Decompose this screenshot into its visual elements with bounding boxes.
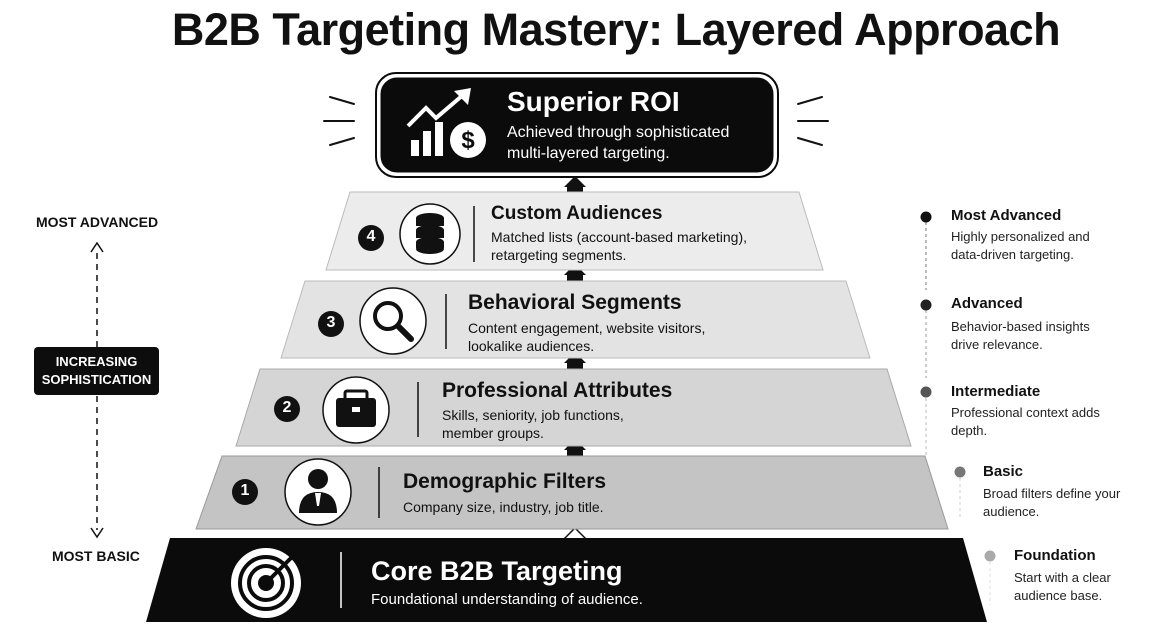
axis-arrow-down-icon — [90, 527, 104, 539]
layer-4-description: Matched lists (account-based marketing),… — [491, 229, 747, 264]
level-dot-advanced — [920, 299, 932, 311]
roi-burst-lines — [323, 96, 829, 146]
layer-2-number-badge — [274, 396, 300, 422]
level-title-most-advanced: Most Advanced — [951, 207, 1062, 224]
level-title-foundation: Foundation — [1014, 547, 1096, 564]
roi-title: Superior ROI — [507, 86, 680, 117]
layer-2-description: Skills, seniority, job functions, member… — [442, 407, 624, 442]
layer-3-description: Content engagement, website visitors, lo… — [468, 320, 706, 355]
layer-1-description: Company size, industry, job title. — [403, 499, 604, 515]
layer-3-number: 3 — [326, 314, 336, 331]
layer-2-band — [235, 368, 912, 447]
page-title: B2B Targeting Mastery: Layered Approach — [171, 4, 1061, 55]
axis-arrow-up-icon — [90, 241, 104, 253]
axis-top-label: MOST ADVANCED — [36, 214, 159, 230]
base-description: Foundational understanding of audience. — [371, 591, 643, 608]
layer-1-band — [195, 455, 949, 530]
layer-2-number: 2 — [282, 399, 292, 416]
level-dot-intermediate — [920, 386, 932, 398]
base-band — [146, 538, 987, 622]
axis-bottom-label: MOST BASIC — [52, 548, 140, 564]
arrow-up-icon — [564, 352, 586, 369]
arrow-up-icon — [564, 264, 586, 281]
level-title-intermediate: Intermediate — [951, 383, 1041, 400]
base-title: Core B2B Targeting — [371, 556, 623, 586]
level-desc-intermediate: Professional context adds depth. — [951, 405, 1100, 438]
arrow-up-icon — [564, 439, 586, 456]
arrow-up-icon — [564, 176, 586, 193]
increasing-sophistication-box: INCREASING SOPHISTICATION — [34, 347, 159, 395]
level-title-advanced: Advanced — [951, 295, 1023, 312]
right-timeline — [920, 211, 996, 605]
level-dot-basic — [954, 466, 966, 478]
roi-growth-icon: $ — [406, 88, 486, 158]
layer-1-number: 1 — [240, 482, 250, 499]
layer-3-title: Behavioral Segments — [468, 291, 682, 314]
layer-2-title: Professional Attributes — [442, 379, 673, 402]
level-dot-most-advanced — [920, 211, 932, 223]
level-title-basic: Basic — [983, 463, 1024, 480]
level-desc-basic: Broad filters define your audience. — [983, 486, 1121, 519]
layer-4-number-badge — [358, 225, 384, 251]
layer-3-icon-circle — [359, 287, 427, 355]
target-icon — [238, 545, 300, 611]
database-icon — [416, 213, 444, 254]
briefcase-icon — [336, 389, 376, 427]
layer-3-number-badge — [318, 311, 344, 337]
layer-1-title: Demographic Filters — [403, 470, 607, 493]
level-desc-advanced: Behavior-based insights drive relevance. — [951, 319, 1090, 352]
level-desc-foundation: Start with a clear audience base. — [1014, 570, 1111, 603]
roi-description: Achieved through sophisticated multi-lay… — [507, 124, 730, 162]
svg-text:$: $ — [461, 127, 475, 154]
layer-1-number-badge — [232, 479, 258, 505]
level-dot-foundation — [984, 550, 996, 562]
layer-3-band — [280, 280, 871, 359]
level-desc-most-advanced: Highly personalized and data-driven targ… — [951, 229, 1090, 262]
magnifier-icon — [373, 301, 414, 342]
layer-4-number: 4 — [366, 228, 376, 245]
person-icon — [299, 469, 337, 513]
layer-4-title: Custom Audiences — [491, 203, 663, 224]
